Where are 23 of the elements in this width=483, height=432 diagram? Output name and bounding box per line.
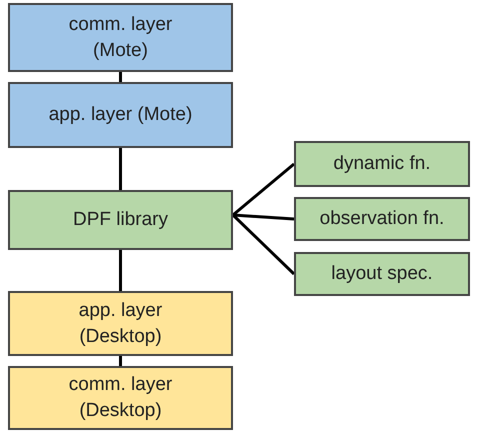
box-label: observation fn. bbox=[320, 207, 444, 231]
connector-line bbox=[119, 356, 122, 366]
box-label: DPF library bbox=[72, 208, 168, 232]
box-label: comm. layer (Mote) bbox=[68, 12, 174, 62]
connector-line bbox=[232, 214, 296, 276]
box-label: app. layer (Mote) bbox=[48, 103, 192, 127]
process-box bbox=[8, 291, 233, 356]
process-box bbox=[8, 366, 233, 430]
box-label: layout spec. bbox=[331, 262, 433, 286]
process-box bbox=[294, 197, 470, 241]
process-box bbox=[8, 82, 233, 148]
process-box bbox=[294, 252, 470, 296]
box-label: comm. layer (Desktop) bbox=[68, 373, 174, 423]
process-box bbox=[8, 3, 233, 72]
box-label: app. layer (Desktop) bbox=[78, 298, 164, 348]
connector-line bbox=[119, 72, 122, 82]
connector-line bbox=[119, 250, 122, 291]
connector-line bbox=[119, 148, 122, 190]
process-box bbox=[8, 190, 233, 250]
box-label: dynamic fn. bbox=[333, 152, 431, 176]
process-box bbox=[294, 141, 470, 187]
connector-line bbox=[232, 214, 294, 220]
connector-line bbox=[232, 162, 295, 216]
